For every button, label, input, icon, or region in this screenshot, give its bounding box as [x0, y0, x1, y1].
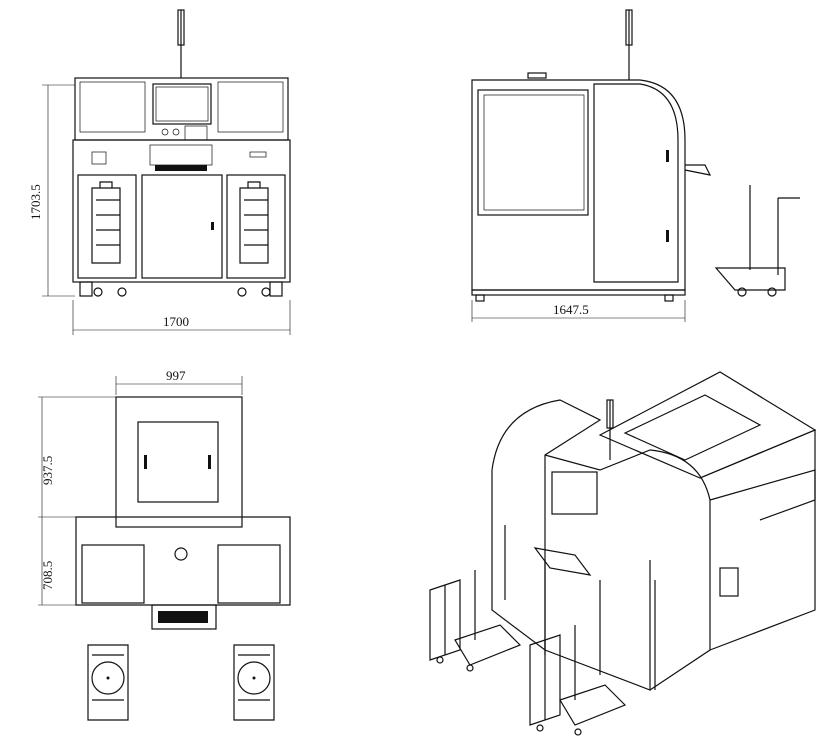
top-hatch	[137, 421, 219, 503]
side-view: 1647.5	[471, 9, 800, 322]
keyboard-top	[151, 604, 217, 630]
width-dimension	[72, 300, 291, 335]
keyboard-tray	[684, 164, 712, 176]
height-dimension-label: 1703.5	[28, 184, 43, 220]
cart-iso-right	[529, 625, 627, 736]
signal-light	[177, 9, 185, 46]
right-cart-top	[233, 644, 275, 721]
top-width-dimension-label: 997	[166, 368, 186, 383]
top-hatch-iso	[623, 394, 762, 461]
control-panel	[184, 125, 208, 141]
isometric-view	[429, 371, 817, 736]
left-dome	[491, 399, 602, 650]
top-width-dimension	[115, 376, 243, 395]
left-cart	[91, 181, 121, 264]
upper-depth-label: 937.5	[40, 456, 55, 485]
side-face	[709, 469, 816, 651]
top-view: 997 937.5 708.5	[38, 368, 291, 721]
signal-light	[625, 9, 633, 46]
upper-module-iso	[598, 371, 817, 479]
side-door	[477, 89, 589, 216]
upper-module	[115, 396, 243, 528]
keyboard	[155, 165, 207, 171]
cart-side	[714, 185, 800, 291]
width-dimension-label: 1700	[163, 314, 189, 329]
height-dimension	[42, 84, 75, 297]
cart-iso-left	[429, 570, 522, 672]
front-face	[491, 470, 651, 691]
depth-dimension	[471, 300, 686, 322]
lower-cabinet	[72, 139, 291, 283]
lower-depth-label: 708.5	[40, 561, 55, 590]
left-cart-top	[87, 644, 129, 721]
depth-dimensions	[38, 396, 116, 606]
right-cart	[239, 181, 269, 264]
lower-module	[75, 516, 291, 606]
machine-body	[471, 79, 686, 291]
depth-dimension-label: 1647.5	[553, 302, 589, 317]
keyboard-iso	[533, 547, 592, 576]
front-view: 1703.5 1700	[28, 9, 291, 335]
curved-door	[593, 83, 679, 283]
warning-label	[91, 151, 107, 165]
front-door	[141, 174, 223, 279]
monitor	[152, 83, 212, 125]
monitor-iso	[551, 471, 598, 515]
